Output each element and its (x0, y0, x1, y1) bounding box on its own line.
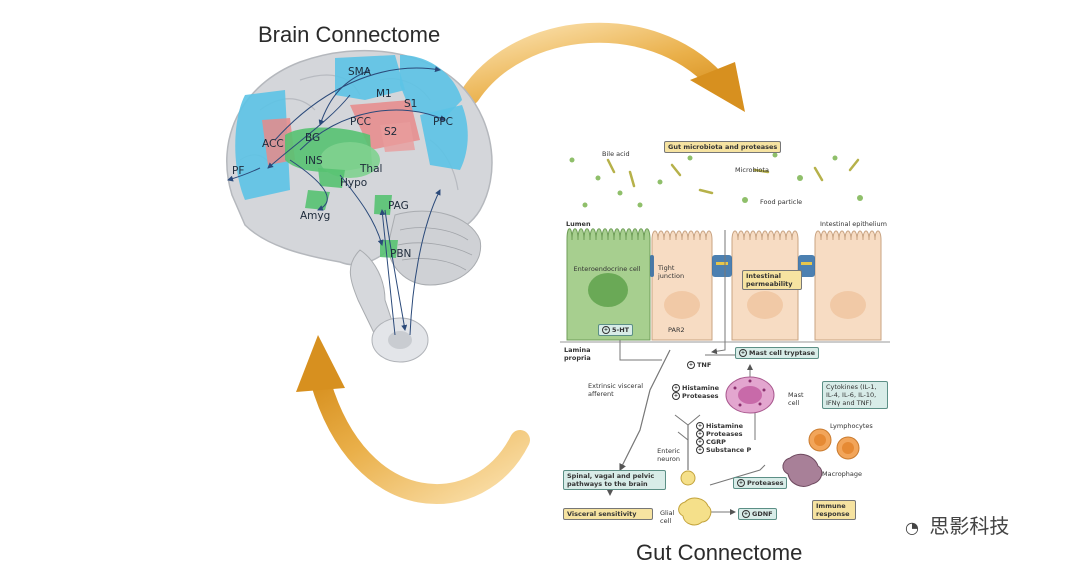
curved-arrow-top (460, 22, 745, 112)
intestinal-permeability-box: Intestinal permeability (742, 270, 802, 290)
wechat-icon: ◔ (905, 518, 919, 537)
glial-cell-label: Glial cell (660, 509, 675, 525)
brain-label-pcc: PCC (350, 116, 371, 128)
lymphocytes-label: Lymphocytes (830, 422, 873, 430)
brain-label-s1: S1 (404, 98, 418, 110)
proteases-label: Proteases (706, 430, 743, 438)
brain-illustration (226, 49, 493, 363)
list-item: + Proteases (696, 430, 751, 438)
brain-label-pbn: PBN (390, 248, 412, 260)
five-ht-box: + 5-HT (598, 324, 634, 336)
mast-cell-label: Mast cell (788, 391, 804, 407)
watermark-text: 思影科技 (929, 514, 1010, 538)
cytokines-box: Cytokines (IL-1, IL-4, IL-6, IL-10, IFNγ… (822, 381, 888, 409)
brain-label-bg: BG (305, 132, 321, 144)
tight-junction-label: Tight junction (658, 264, 685, 280)
immune-response-box: Immune response (812, 500, 856, 520)
cgrp-label: CGRP (706, 438, 726, 446)
list-item: + Histamine (672, 384, 719, 392)
plus-icon: + (696, 438, 704, 446)
bile-acid-label: Bile acid (602, 150, 630, 158)
gut-microbiota-box: Gut microbiota and proteases (664, 141, 782, 153)
list-item: + Histamine (696, 422, 751, 430)
brain-connectome-title: Brain Connectome (258, 22, 441, 47)
proteases-label: Proteases (682, 392, 719, 400)
mast-cell-tryptase-label: Mast cell tryptase (749, 349, 816, 357)
list-item: + CGRP (696, 438, 751, 446)
enteric-neuron-label: Enteric neuron (657, 447, 680, 463)
food-particle-label: Food particle (760, 198, 803, 206)
brain-label-m1: M1 (376, 88, 392, 100)
brain-label-amyg: Amyg (300, 210, 331, 222)
lumen-label: Lumen (566, 220, 591, 228)
lamina-propria-label: Lamina propria (564, 346, 591, 362)
brain-label-ins: INS (305, 155, 323, 167)
brain-label-hypo: Hypo (340, 177, 368, 189)
macrophage-label: Macrophage (822, 470, 863, 478)
plus-icon: + (687, 361, 695, 369)
brain-label-sma: SMA (348, 66, 371, 78)
brain-label-ppc: PPC (433, 116, 453, 128)
extrinsic-visceral-afferent-label: Extrinsic visceral afferent (588, 382, 644, 398)
brain-label-s2: S2 (384, 126, 398, 138)
histamine-label: Histamine (706, 422, 744, 430)
proteases-box: + Proteases (733, 477, 788, 489)
watermark: ◔ 思影科技 (905, 510, 1009, 539)
plus-icon: + (742, 510, 750, 518)
substance-p-label: Substance P (706, 446, 752, 454)
brain-label-pf: PF (232, 165, 245, 177)
enteric-mediators-list: + Histamine + Proteases + CGRP + Substan… (696, 422, 751, 454)
gut-connectome-title: Gut Connectome (636, 540, 803, 565)
enteroendocrine-cell-label: Enteroendocrine cell (573, 265, 641, 273)
plus-icon: + (602, 326, 610, 334)
mast-cell-tryptase-box: + Mast cell tryptase (735, 347, 820, 359)
plus-icon: + (696, 422, 704, 430)
proteases-box-label: Proteases (747, 479, 784, 487)
histamine-proteases-list: + Histamine + Proteases (672, 384, 719, 400)
brain-label-thal: Thal (360, 163, 383, 175)
microbiota-label: Microbiota (735, 166, 769, 174)
visceral-sensitivity-box: Visceral sensitivity (563, 508, 653, 520)
tnf-label: TNF (697, 361, 712, 369)
plus-icon: + (696, 430, 704, 438)
plus-icon: + (739, 349, 747, 357)
five-ht-label: 5-HT (612, 326, 630, 334)
list-item: + Substance P (696, 446, 751, 454)
curved-arrow-bottom (296, 335, 530, 505)
brain-label-acc: ACC (262, 138, 284, 150)
brain-label-pag: PAG (388, 200, 409, 212)
plus-icon: + (672, 392, 680, 400)
histamine-label: Histamine (682, 384, 720, 392)
par2-label: PAR2 (668, 326, 685, 334)
plus-icon: + (696, 446, 704, 454)
gdnf-box: + GDNF (738, 508, 777, 520)
gdnf-label: GDNF (752, 510, 773, 518)
intestinal-epithelium-label: Intestinal epithelium (820, 220, 887, 228)
spinal-pathways-box: Spinal, vagal and pelvic pathways to the… (563, 470, 666, 490)
list-item: + Proteases (672, 392, 719, 400)
plus-icon: + (737, 479, 745, 487)
plus-icon: + (672, 384, 680, 392)
tnf-item: + TNF (687, 361, 711, 369)
